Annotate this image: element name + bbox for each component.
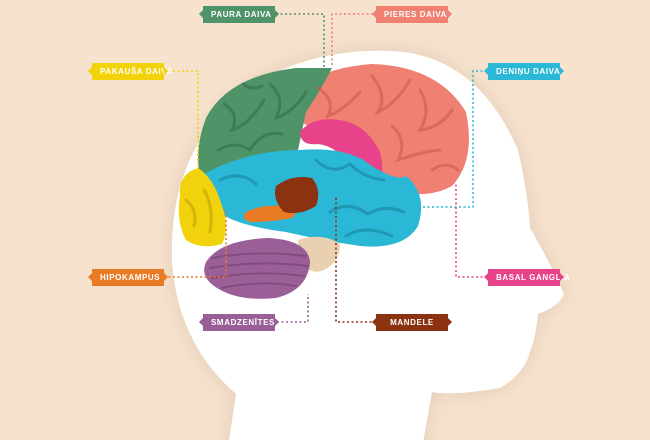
cerebellum-leader-line (277, 294, 309, 323)
cerebellum-label: SMADZENĪTES (199, 314, 279, 331)
occipital-lobe-label: PAKAUŠA DAIVA (88, 63, 172, 80)
hippocampus-label: HIPOKAMPUS (88, 269, 168, 286)
basal-ganglia-label: BASAL GANGLIA (484, 269, 570, 286)
temporal-lobe-label: DENIŅU DAIVA (484, 63, 564, 80)
occipital-gyri (184, 188, 213, 234)
amygdala-label: MANDELE (372, 314, 452, 331)
amygdala-region (275, 177, 319, 214)
frontal-lobe-label: PIERES DAIVA (372, 6, 452, 23)
frontal-lobe (296, 64, 469, 195)
parietal-lobe-label: PAURA DAIVA (199, 6, 279, 23)
temporal-gyri (218, 158, 406, 238)
parietal-lobe (198, 68, 332, 177)
frontal-gyri (316, 74, 460, 172)
basal-ganglia-leader-line (455, 184, 487, 278)
frontal-leader-line (331, 13, 382, 66)
occipital-lobe (178, 168, 226, 247)
cerebellum-folia (209, 252, 309, 289)
parietal-gyri (216, 78, 308, 153)
temporal-leader-line (420, 70, 487, 208)
